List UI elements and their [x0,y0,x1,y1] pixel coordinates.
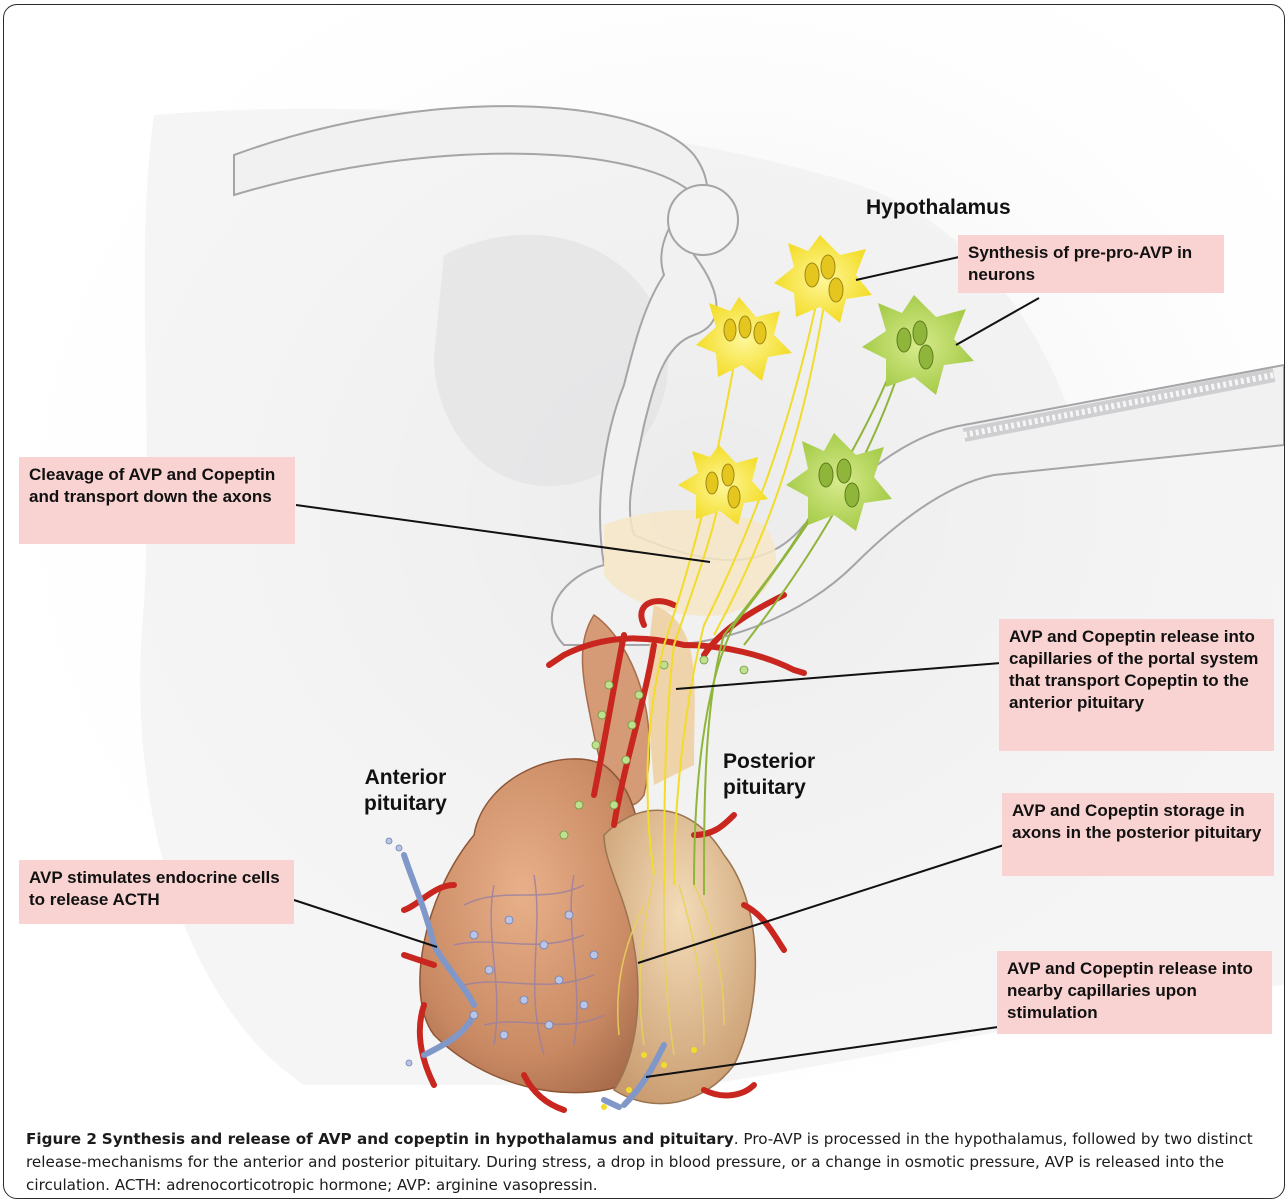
pineal-bulb [668,185,738,255]
anterior-pituitary-label: Anterior pituitary [364,765,447,817]
caption-figure-number: Figure 2 [26,1130,97,1148]
figure-caption: Figure 2 Synthesis and release of AVP an… [26,1128,1272,1197]
callout-synthesis: Synthesis of pre-pro-AVP in neurons [958,235,1224,293]
hypothalamus-label: Hypothalamus [866,195,1011,221]
caption-title: Synthesis and release of AVP and copepti… [102,1130,734,1148]
callout-portal-release: AVP and Copeptin release into capillarie… [999,619,1274,751]
callout-cleavage: Cleavage of AVP and Copeptin and transpo… [19,457,295,544]
callout-acth: AVP stimulates endocrine cells to releas… [19,860,294,924]
callout-storage: AVP and Copeptin storage in axons in the… [1002,793,1274,876]
posterior-pituitary-label: Posterior pituitary [723,749,815,801]
figure-frame: Hypothalamus Anterior pituitary Posterio… [3,4,1285,1199]
callout-nearby-release: AVP and Copeptin release into nearby cap… [997,951,1272,1034]
